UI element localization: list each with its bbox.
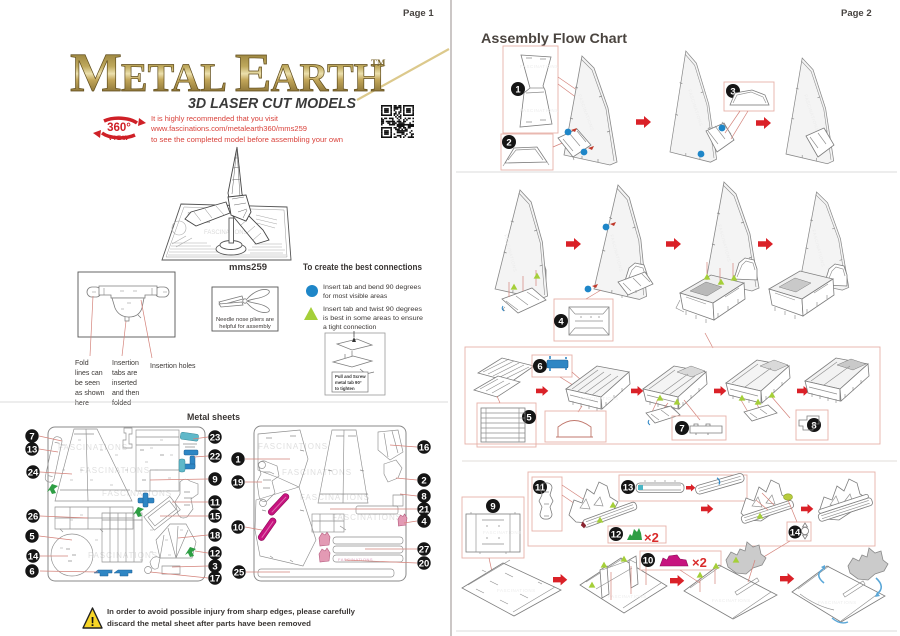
svg-text:9: 9 (490, 502, 495, 513)
svg-text:13: 13 (27, 444, 38, 455)
svg-text:FASCINATIONS: FASCINATIONS (58, 443, 128, 452)
svg-text:8: 8 (811, 421, 816, 432)
svg-text:lines can: lines can (75, 370, 103, 377)
svg-text:6: 6 (29, 566, 34, 577)
svg-text:×2: ×2 (692, 555, 707, 570)
svg-text:10: 10 (643, 556, 654, 567)
svg-text:www.fascinations.com/metaleart: www.fascinations.com/metalearth360/mms25… (150, 124, 307, 133)
svg-text:4: 4 (558, 317, 564, 328)
svg-text:FASCINATIONS: FASCINATIONS (80, 466, 150, 475)
svg-text:Page 2: Page 2 (841, 8, 872, 19)
svg-text:15: 15 (210, 511, 221, 522)
svg-text:FASCINATIONS: FASCINATIONS (818, 600, 857, 605)
svg-text:to tighten: to tighten (335, 386, 355, 391)
svg-text:Insertion: Insertion (112, 360, 139, 367)
svg-text:FASCINATIONS: FASCINATIONS (608, 594, 647, 599)
svg-text:19: 19 (233, 477, 244, 488)
svg-text:metal tab 90°: metal tab 90° (335, 380, 362, 385)
svg-text:7: 7 (29, 431, 34, 442)
svg-text:7: 7 (679, 424, 684, 435)
svg-text:a tight connection: a tight connection (323, 324, 376, 331)
svg-text:1: 1 (235, 454, 241, 465)
svg-text:27: 27 (419, 544, 430, 555)
svg-text:12: 12 (611, 530, 622, 541)
svg-text:8: 8 (421, 491, 426, 502)
svg-text:to see the completed model bef: to see the completed model before assemb… (151, 135, 343, 144)
svg-text:5: 5 (29, 531, 35, 542)
svg-text:Page 1: Page 1 (403, 8, 434, 19)
svg-text:24: 24 (28, 467, 39, 478)
svg-text:18: 18 (210, 530, 221, 541)
svg-text:Fold: Fold (75, 360, 89, 367)
svg-text:Insertion holes: Insertion holes (150, 363, 196, 370)
svg-text:4: 4 (421, 516, 427, 527)
svg-text:FASCINATIONS: FASCINATIONS (712, 598, 751, 603)
svg-text:!: ! (90, 614, 94, 629)
svg-text:helpful for assembly: helpful for assembly (219, 324, 271, 330)
svg-text:Insert tab and bend 90 degrees: Insert tab and bend 90 degrees (323, 284, 422, 291)
svg-text:as shown: as shown (75, 390, 105, 397)
svg-text:folded: folded (112, 400, 131, 407)
svg-text:FASCINATIONS: FASCINATIONS (580, 396, 619, 401)
svg-text:5: 5 (526, 413, 532, 424)
svg-text:is best in some areas to ensur: is best in some areas to ensure (323, 315, 423, 322)
svg-text:tabs are: tabs are (112, 370, 137, 377)
svg-text:2: 2 (506, 138, 511, 149)
svg-text:FASCINATIONS: FASCINATIONS (300, 493, 370, 502)
svg-text:360°: 360° (107, 122, 131, 134)
svg-text:25: 25 (234, 567, 245, 578)
svg-text:FASCINATIONS: FASCINATIONS (483, 530, 522, 535)
svg-text:14: 14 (28, 551, 39, 562)
svg-text:26: 26 (28, 511, 39, 522)
svg-text:Insert tab and twist 90 degree: Insert tab and twist 90 degrees (323, 306, 423, 313)
svg-text:inserted: inserted (112, 380, 137, 387)
svg-text:FASCINATIONS: FASCINATIONS (258, 442, 328, 451)
svg-text:for most visible areas: for most visible areas (323, 293, 388, 300)
svg-text:VIEW: VIEW (108, 136, 129, 142)
svg-text:TM: TM (371, 58, 386, 68)
svg-text:and then: and then (112, 390, 139, 397)
svg-text:FASCINATIONS: FASCINATIONS (102, 489, 172, 498)
svg-text:23: 23 (210, 432, 221, 443)
svg-text:FASCINATIONS: FASCINATIONS (282, 468, 352, 477)
svg-text:3D LASER CUT MODELS: 3D LASER CUT MODELS (188, 96, 356, 112)
svg-text:In order to avoid possible inj: In order to avoid possible injury from s… (107, 607, 355, 616)
svg-text:FASCINATIONS: FASCINATIONS (338, 557, 373, 562)
svg-text:Assembly Flow Chart: Assembly Flow Chart (481, 30, 627, 46)
svg-text:To create the best connections: To create the best connections (303, 262, 422, 272)
svg-text:14: 14 (790, 527, 801, 538)
svg-text:discard the metal sheet after: discard the metal sheet after parts have… (107, 619, 311, 628)
svg-text:17: 17 (210, 573, 221, 584)
svg-text:mms259: mms259 (229, 262, 267, 273)
svg-text:3: 3 (212, 561, 217, 572)
svg-text:FASCINATIONS: FASCINATIONS (520, 64, 559, 69)
svg-text:12: 12 (210, 548, 221, 559)
svg-text:16: 16 (419, 442, 430, 453)
svg-text:11: 11 (210, 497, 221, 508)
svg-text:It is highly recommended that: It is highly recommended that you visit (151, 114, 278, 123)
svg-text:×2: ×2 (644, 530, 659, 545)
svg-text:FASCINATIONS: FASCINATIONS (204, 230, 248, 236)
svg-text:22: 22 (210, 451, 221, 462)
svg-text:Metal sheets: Metal sheets (187, 412, 240, 422)
svg-text:FASCINATIONS: FASCINATIONS (332, 513, 402, 522)
svg-text:Needle nose pliers are: Needle nose pliers are (216, 317, 274, 323)
svg-text:FASCINATIONS: FASCINATIONS (497, 588, 536, 593)
svg-text:FASCINATIONS: FASCINATIONS (88, 551, 158, 560)
svg-text:FASCINATIONS: FASCINATIONS (520, 108, 559, 113)
svg-text:21: 21 (419, 504, 430, 515)
svg-text:be seen: be seen (75, 380, 100, 387)
svg-text:9: 9 (212, 474, 217, 485)
svg-text:3: 3 (730, 87, 735, 98)
svg-text:1: 1 (515, 85, 521, 96)
svg-text:6: 6 (537, 362, 542, 373)
svg-text:13: 13 (623, 483, 634, 494)
svg-text:10: 10 (233, 522, 244, 533)
svg-text:20: 20 (419, 558, 430, 569)
svg-text:2: 2 (421, 475, 426, 486)
svg-text:here: here (75, 400, 89, 407)
svg-text:Pull and Screw: Pull and Screw (335, 374, 366, 379)
